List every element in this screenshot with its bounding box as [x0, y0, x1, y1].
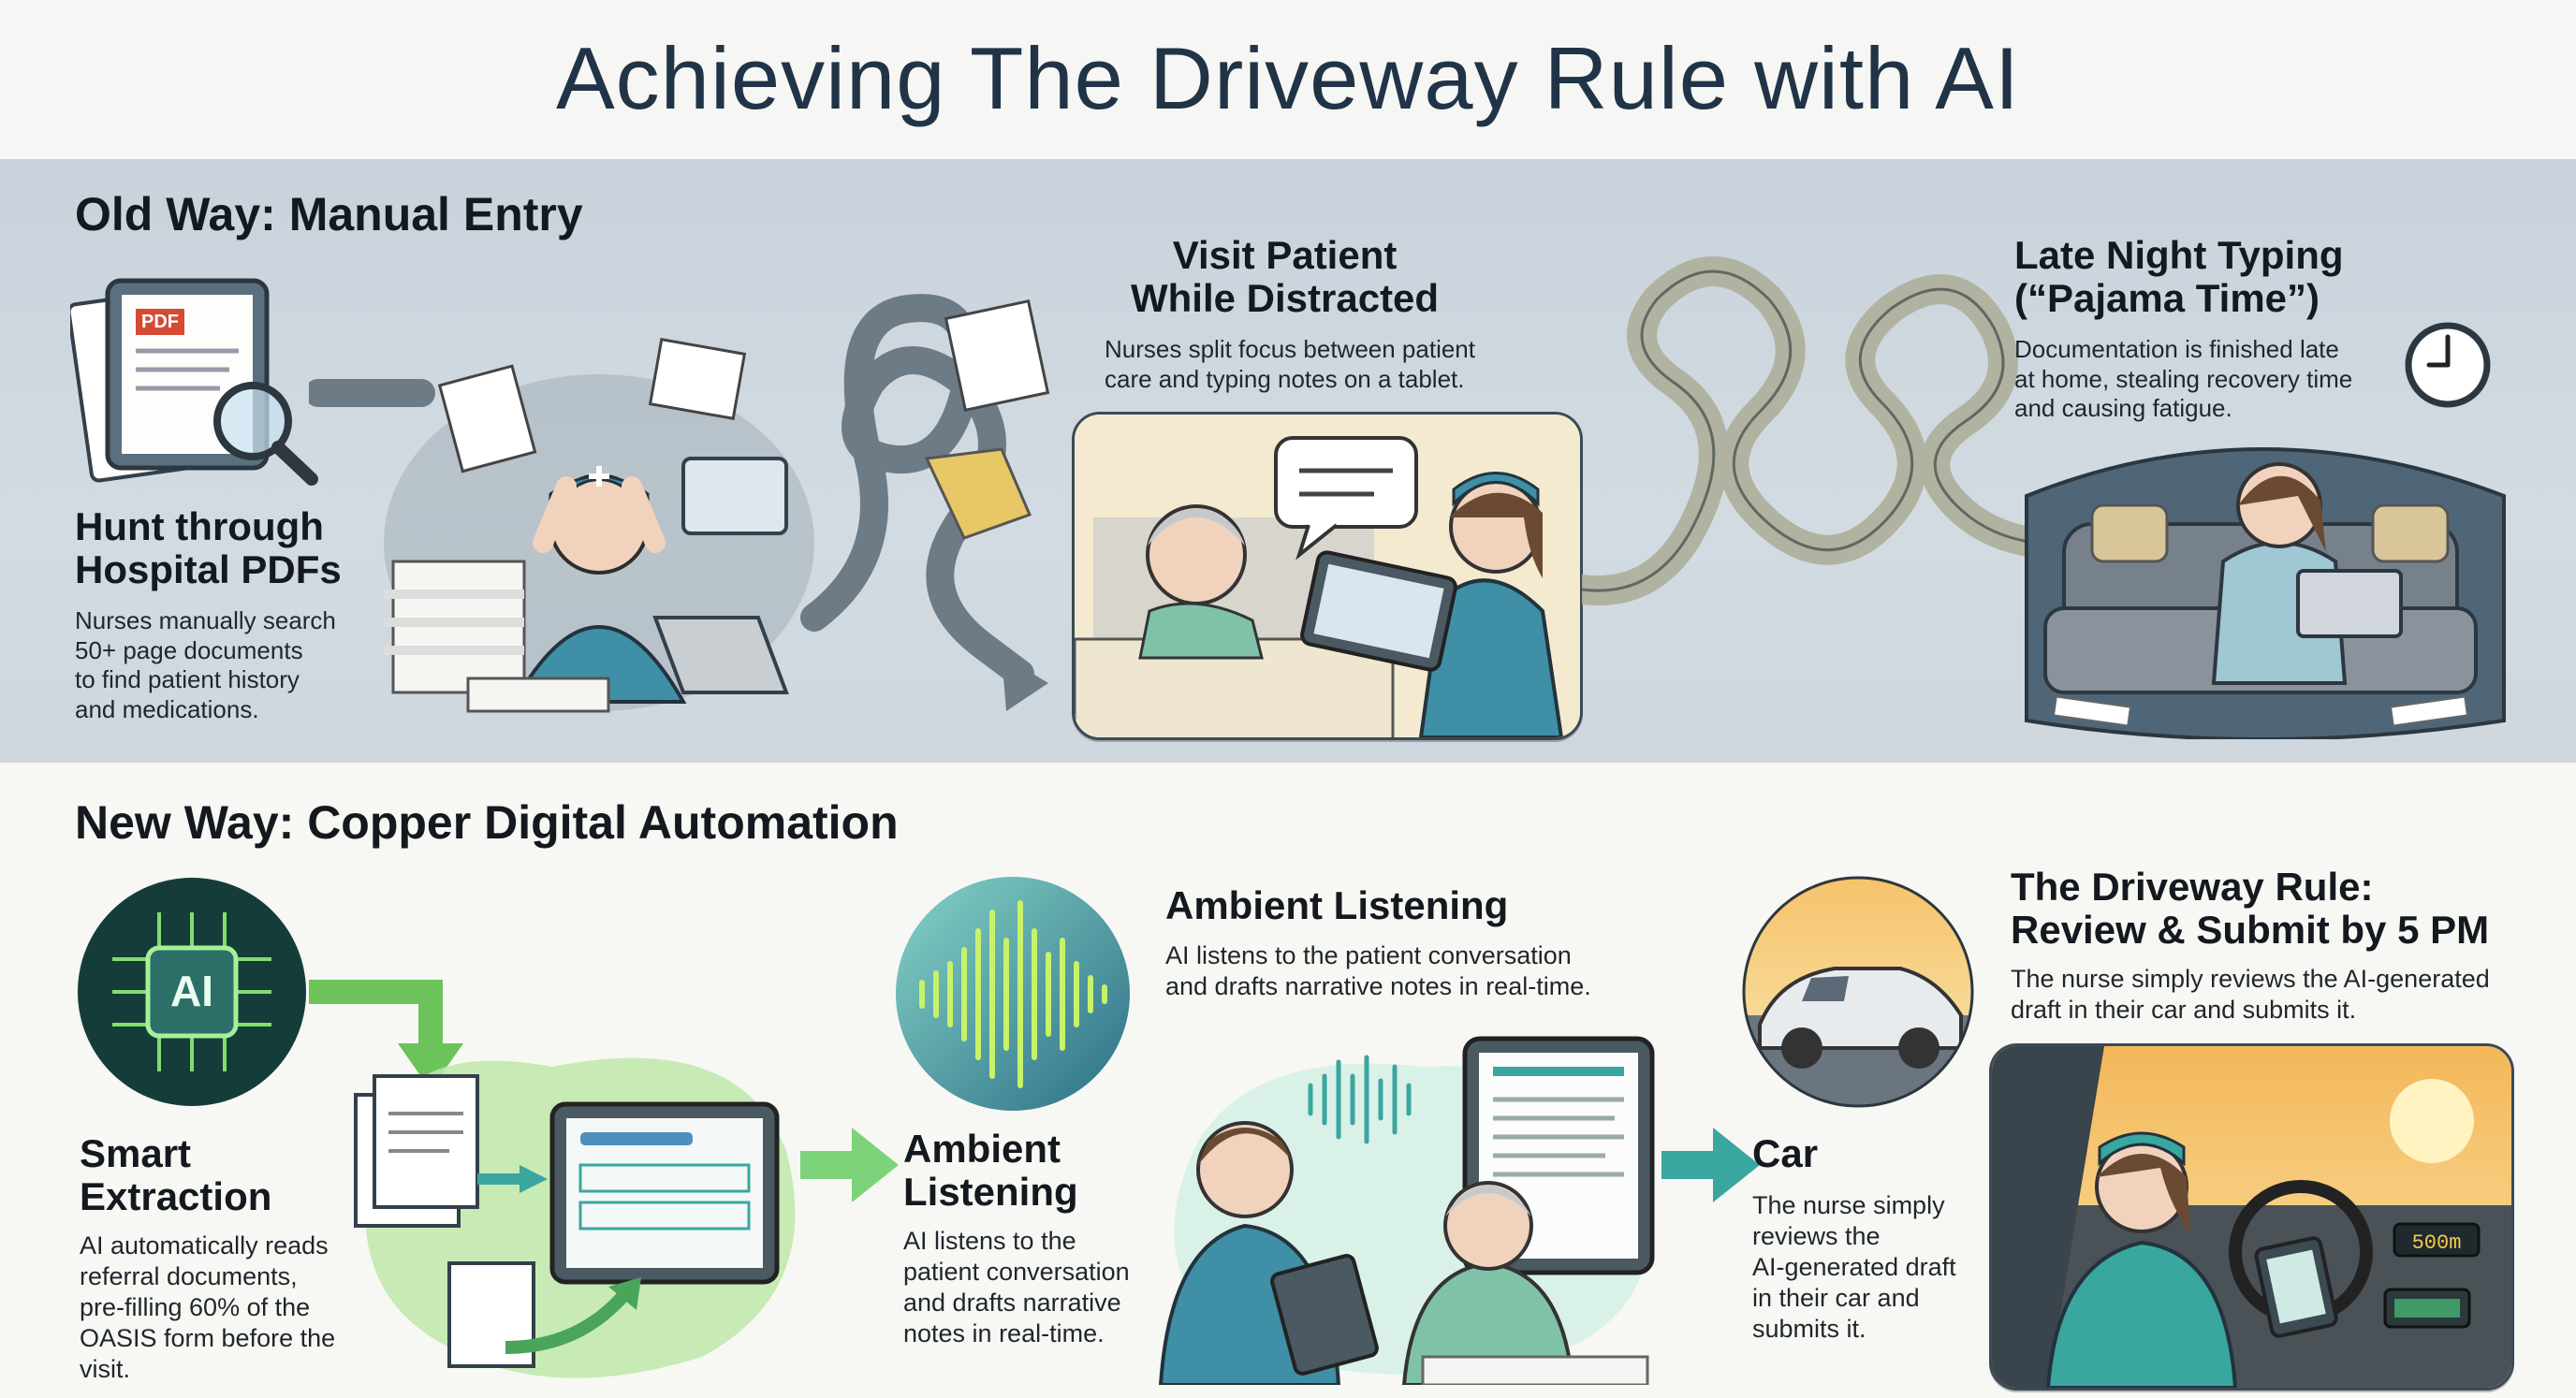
ambient-listening-top-desc: AI listens to the patient conversation a…	[1165, 941, 1591, 1000]
ambient-listening-top-title: Ambient Listening	[1165, 883, 1509, 927]
pajama-time-illustration	[2025, 447, 2506, 739]
old-step2-desc: Nurses split focus between patient care …	[1105, 335, 1475, 393]
car-title: Car	[1752, 1131, 1819, 1175]
old-way-heading: Old Way: Manual Entry	[75, 188, 583, 240]
ambient-listening-illustration	[1158, 1036, 1655, 1385]
ai-chip-label: AI	[170, 967, 213, 1015]
new-step2-desc: AI listens to the patient conversation a…	[903, 1227, 1130, 1347]
dash-readout: 500m	[2412, 1231, 2462, 1255]
clock-icon	[2405, 322, 2491, 408]
old-step3-desc: Documentation is finished late at home, …	[2014, 335, 2353, 423]
arrow-chip-to-docs	[309, 980, 463, 1090]
nurse-in-car-card: 500m	[1989, 1043, 2514, 1391]
new-step2-title: Ambient Listening	[903, 1127, 1078, 1215]
tangled-path-2	[1582, 256, 2102, 606]
new-way-heading: New Way: Copper Digital Automation	[75, 796, 899, 849]
old-step3-title: Late Night Typing (“Pajama Time”)	[2014, 233, 2344, 321]
arrow-extraction-to-listening	[800, 1128, 899, 1202]
pdf-label: PDF	[141, 312, 179, 332]
driveway-rule-desc: The nurse simply reviews the AI-generate…	[2011, 965, 2490, 1024]
stressed-nurse-illustration	[384, 337, 814, 713]
old-step1-desc: Nurses manually search 50+ page document…	[75, 606, 336, 724]
old-step2-title: Visit Patient While Distracted	[1131, 233, 1440, 321]
car-desc: The nurse simply reviews the AI-generate…	[1752, 1191, 1956, 1343]
extraction-illustration	[354, 1057, 796, 1378]
page-title: Achieving The Driveway Rule with AI	[555, 29, 2021, 127]
old-step1-title: Hunt through Hospital PDFs	[75, 504, 342, 592]
winding-path-1	[309, 294, 1050, 711]
new-step1-title: Smart Extraction	[80, 1131, 272, 1219]
sound-wave-icon	[896, 877, 1130, 1111]
arrow-listening-to-car	[1661, 1128, 1760, 1202]
pdf-search-icon: PDF	[70, 278, 318, 486]
car-icon	[1742, 876, 1974, 1108]
new-step1-desc: AI automatically reads referral document…	[80, 1231, 336, 1383]
ai-chip-icon: AI	[78, 878, 306, 1106]
driveway-rule-title: The Driveway Rule: Review & Submit by 5 …	[2011, 865, 2490, 953]
patient-visit-card	[1072, 412, 1583, 740]
